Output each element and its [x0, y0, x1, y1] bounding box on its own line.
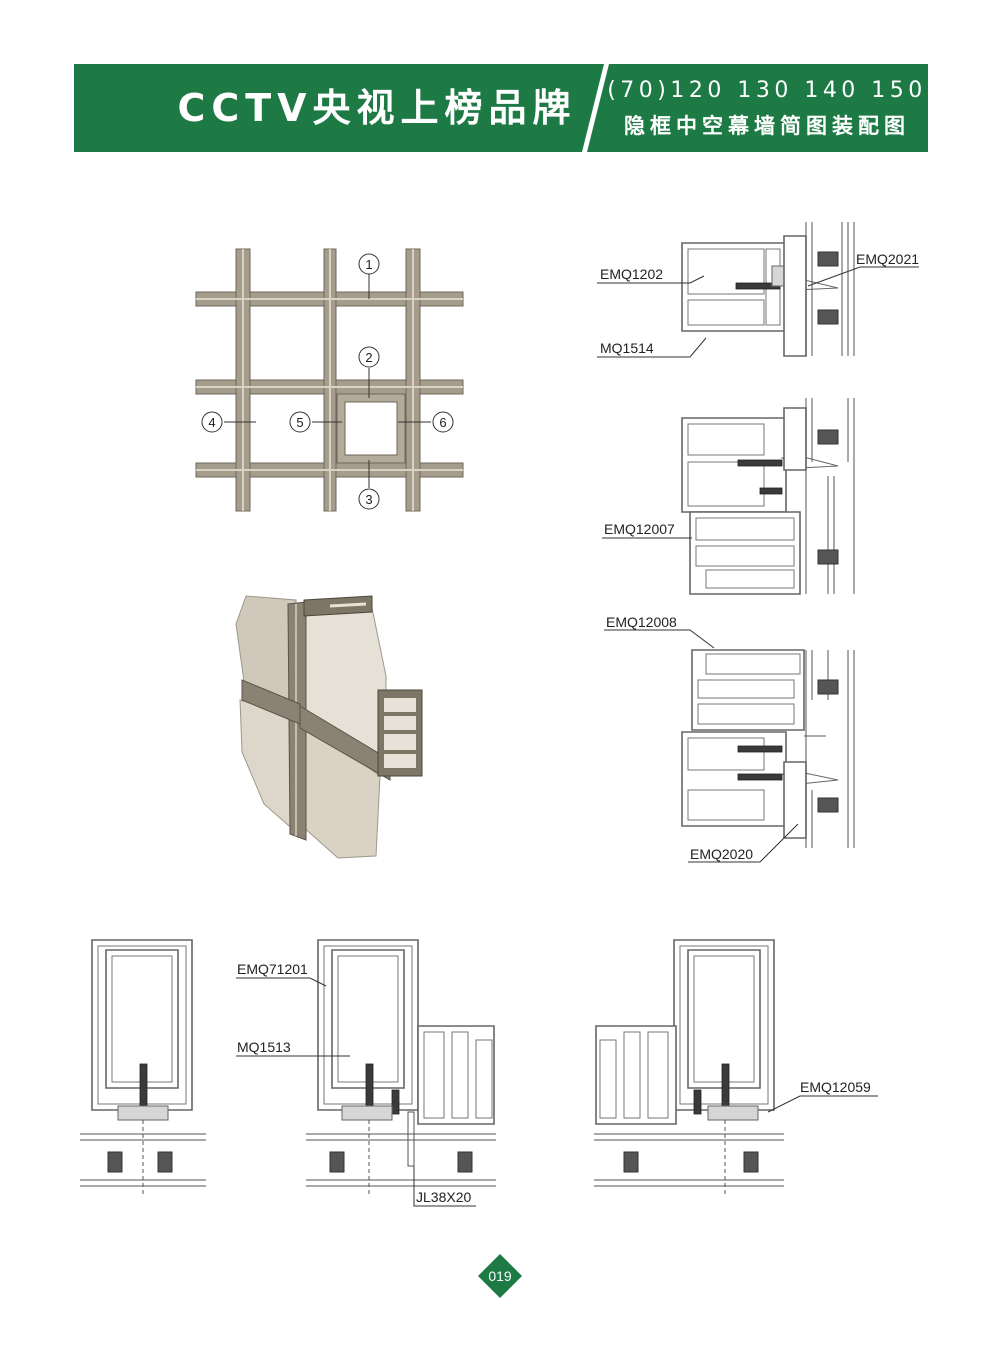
bottom-section-a — [80, 939, 206, 1196]
marker-4: 4 — [201, 411, 223, 433]
label-emq12007: EMQ12007 — [604, 521, 675, 537]
svg-text:6: 6 — [439, 415, 446, 430]
svg-text:3: 3 — [365, 492, 372, 507]
section-emq12007: EMQ12007 — [602, 398, 855, 595]
marker-5: 5 — [289, 411, 311, 433]
corner-3d-render — [235, 595, 423, 859]
header-banner: CCTV央视上榜品牌 (70)120 130 140 150 隐框中空幕墙简图装… — [74, 64, 928, 152]
series-numbers: (70)120 130 140 150 — [607, 78, 927, 103]
label-emq2020: EMQ2020 — [690, 846, 753, 862]
label-emq12008: EMQ12008 — [606, 614, 677, 630]
svg-text:4: 4 — [208, 415, 215, 430]
svg-text:1: 1 — [365, 257, 372, 272]
svg-text:5: 5 — [296, 415, 303, 430]
marker-6: 6 — [432, 411, 454, 433]
bottom-section-c: EMQ12059 — [594, 939, 878, 1196]
page-number-badge: 019 — [478, 1254, 522, 1298]
brand-title: CCTV央视上榜品牌 — [177, 86, 577, 130]
label-jl38x20: JL38X20 — [416, 1189, 471, 1205]
marker-1: 1 — [358, 253, 380, 275]
marker-3: 3 — [358, 488, 380, 510]
svg-text:2: 2 — [365, 350, 372, 365]
label-mq1514: MQ1514 — [600, 340, 654, 356]
bottom-section-b: EMQ71201 MQ1513 JL38X20 — [236, 939, 496, 1207]
header-background — [74, 64, 928, 152]
label-emq12059: EMQ12059 — [800, 1079, 871, 1095]
section-emq12008: EMQ12008 EMQ2020 — [604, 614, 855, 863]
label-mq1513: MQ1513 — [237, 1039, 291, 1055]
page-subtitle: 隐框中空幕墙简图装配图 — [624, 114, 910, 138]
marker-2: 2 — [358, 346, 380, 368]
label-emq2021: EMQ2021 — [856, 251, 919, 267]
section-emq1202: EMQ1202 EMQ2021 MQ1514 — [597, 222, 919, 358]
label-emq1202: EMQ1202 — [600, 266, 663, 282]
elevation-grid: 1 2 3 4 5 6 — [195, 248, 464, 512]
label-emq71201: EMQ71201 — [237, 961, 308, 977]
page-number: 019 — [488, 1268, 512, 1284]
